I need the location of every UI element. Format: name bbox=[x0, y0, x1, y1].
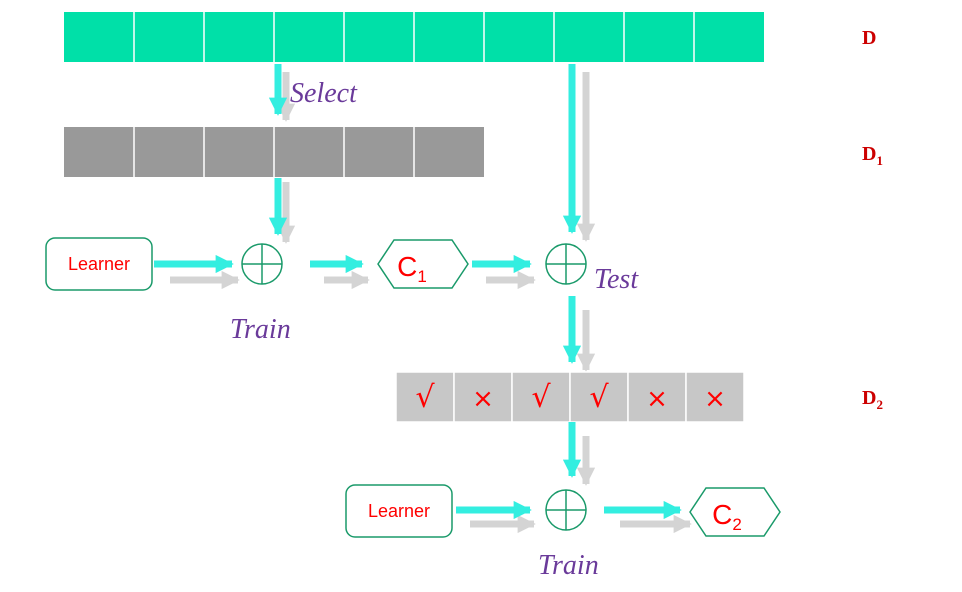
train-combiner-2 bbox=[545, 489, 587, 531]
d2-cell bbox=[569, 371, 629, 423]
svg-text:C2: C2 bbox=[712, 499, 742, 534]
svg-text:C1: C1 bbox=[397, 251, 427, 286]
learner-box-1: Learner bbox=[45, 237, 153, 291]
classifier-c1-label: C bbox=[397, 251, 417, 282]
check-mark: √ bbox=[415, 380, 435, 415]
classifier-c2: C2 bbox=[689, 487, 781, 537]
label-train-2: Train bbox=[538, 550, 599, 581]
dataset-d1 bbox=[64, 127, 484, 177]
arrows bbox=[154, 64, 682, 520]
dataset-d2: √ × √ √ × × bbox=[395, 371, 745, 423]
learner-box-2: Learner bbox=[345, 484, 453, 538]
dataset-label-d: D bbox=[862, 27, 876, 49]
d2-cell bbox=[627, 371, 687, 423]
classifier-c2-subscript: 2 bbox=[732, 515, 741, 534]
dataset-label-d1: D1 bbox=[862, 143, 883, 168]
dataset-d bbox=[64, 12, 764, 62]
classifier-c1: C1 bbox=[377, 239, 469, 289]
check-mark: √ bbox=[531, 380, 551, 415]
learner-label-2: Learner bbox=[368, 501, 430, 521]
classifier-c1-subscript: 1 bbox=[417, 267, 426, 286]
learner-label-1: Learner bbox=[68, 254, 130, 274]
test-combiner bbox=[545, 243, 587, 285]
d2-cell bbox=[685, 371, 745, 423]
label-train-1: Train bbox=[230, 314, 291, 345]
label-test: Test bbox=[594, 264, 639, 295]
dataset-label-d2: D2 bbox=[862, 387, 883, 412]
cross-mark: × bbox=[704, 384, 726, 414]
cross-mark: × bbox=[472, 384, 494, 414]
check-mark: √ bbox=[589, 380, 609, 415]
classifier-c2-label: C bbox=[712, 499, 732, 530]
arrow-shadows bbox=[170, 72, 692, 534]
cross-mark: × bbox=[646, 384, 668, 414]
train-combiner-1 bbox=[241, 243, 283, 285]
label-select: Select bbox=[290, 78, 358, 109]
